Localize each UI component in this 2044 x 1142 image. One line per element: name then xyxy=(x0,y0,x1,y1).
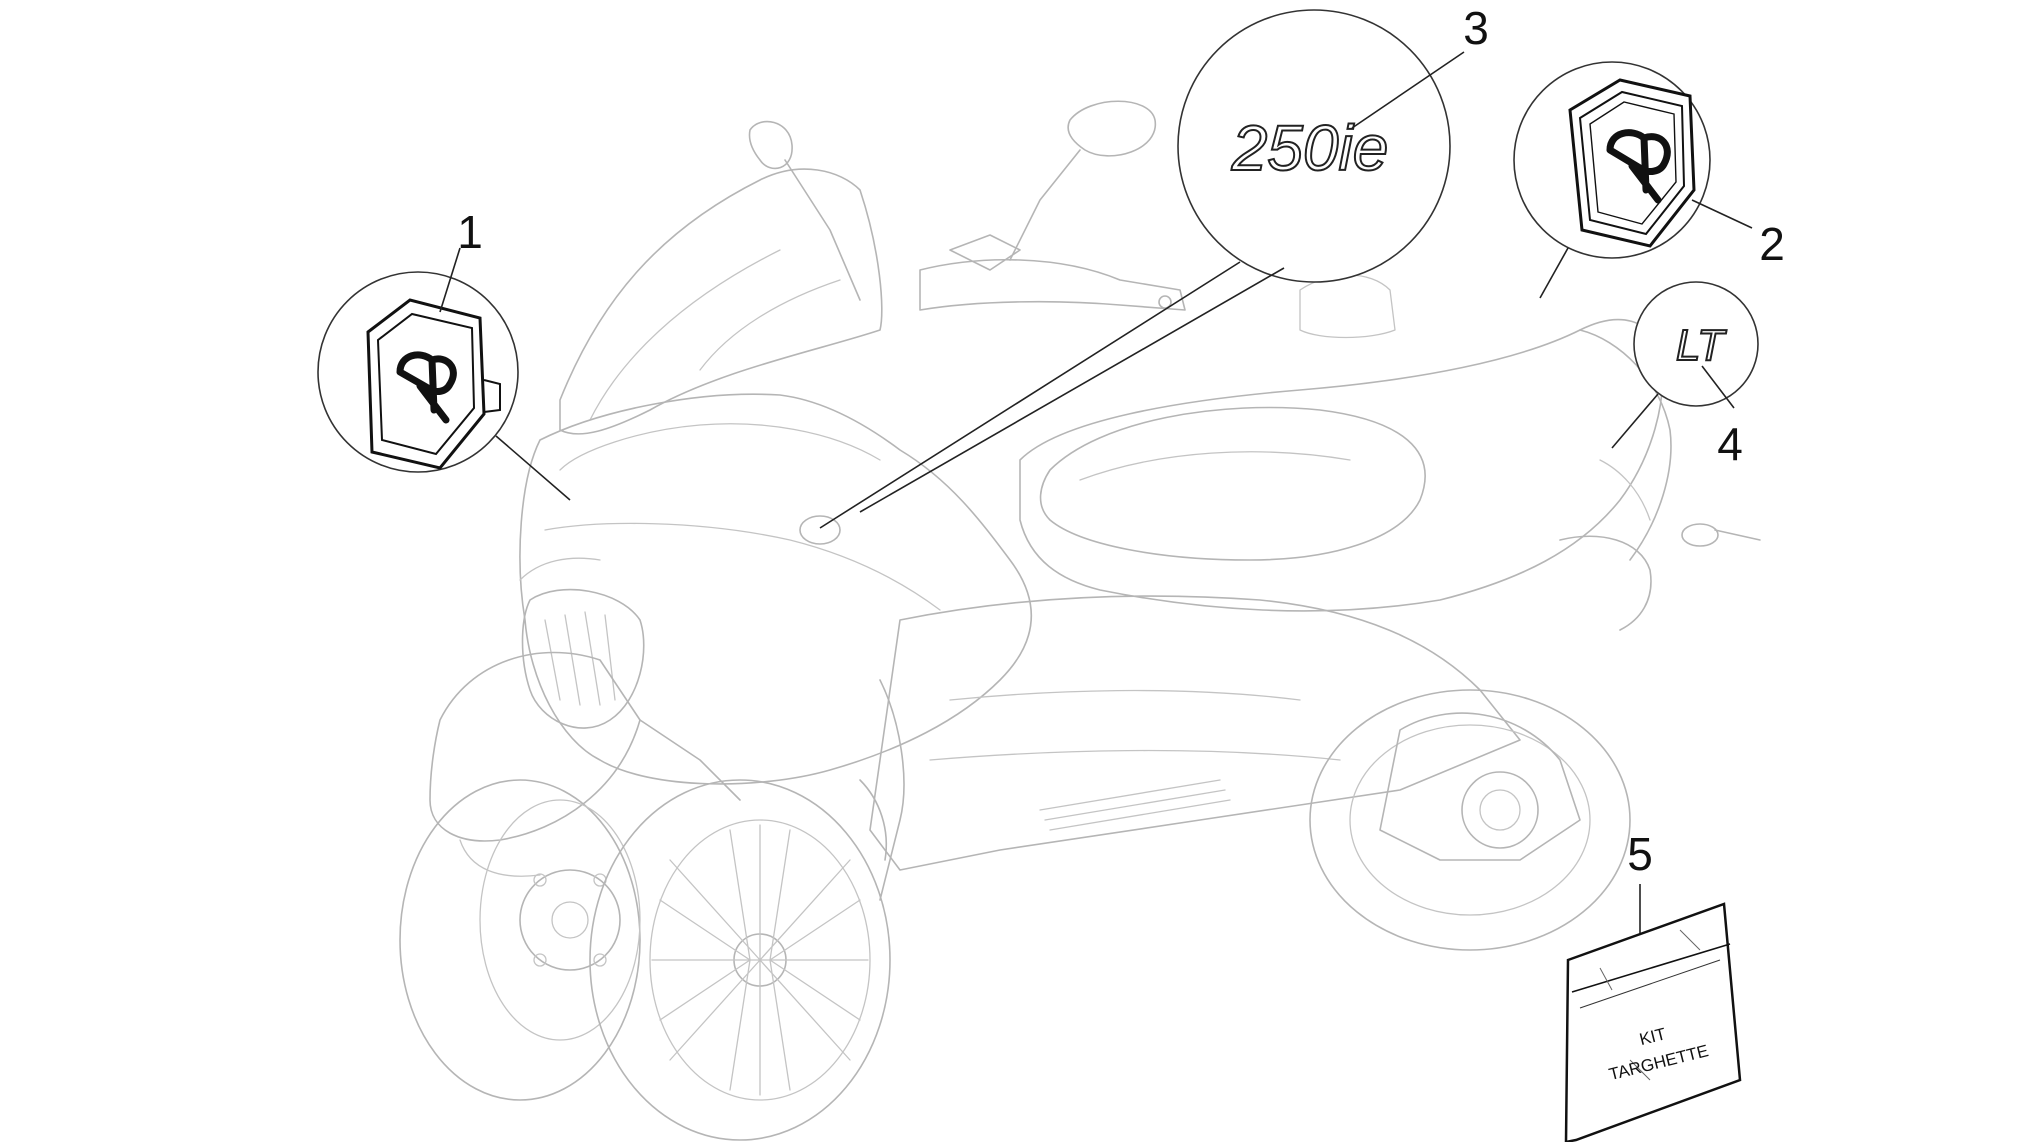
scooter-illustration xyxy=(399,100,1761,1141)
callout-1: 1 xyxy=(317,206,571,501)
callout-2: 2 xyxy=(1513,61,1785,299)
piaggio-logo-icon xyxy=(396,351,457,424)
callout-5: 5 KIT TARGHETTE xyxy=(1564,828,1742,1142)
brake-disc-holes xyxy=(533,873,607,967)
model-badge-250ie: 250ie xyxy=(1231,112,1389,184)
piaggio-logo-icon xyxy=(1606,129,1671,204)
kit-bag-icon xyxy=(1564,902,1742,1142)
callout-number-1: 1 xyxy=(457,206,483,258)
piaggio-badge-1 xyxy=(366,298,501,470)
callout-bubble-4 xyxy=(1633,281,1759,407)
piaggio-badge-2 xyxy=(1568,78,1696,248)
callout-3: 250ie 3 xyxy=(819,2,1489,529)
callout-number-2: 2 xyxy=(1759,218,1785,270)
callout-4: LT 4 xyxy=(1611,281,1759,470)
callout-number-5: 5 xyxy=(1627,828,1653,880)
callout-number-3: 3 xyxy=(1463,2,1489,54)
callout-bubble-3 xyxy=(1177,9,1451,283)
callout-number-4: 4 xyxy=(1717,418,1743,470)
lt-badge: LT xyxy=(1676,321,1727,370)
wheel-spokes xyxy=(651,824,869,1096)
